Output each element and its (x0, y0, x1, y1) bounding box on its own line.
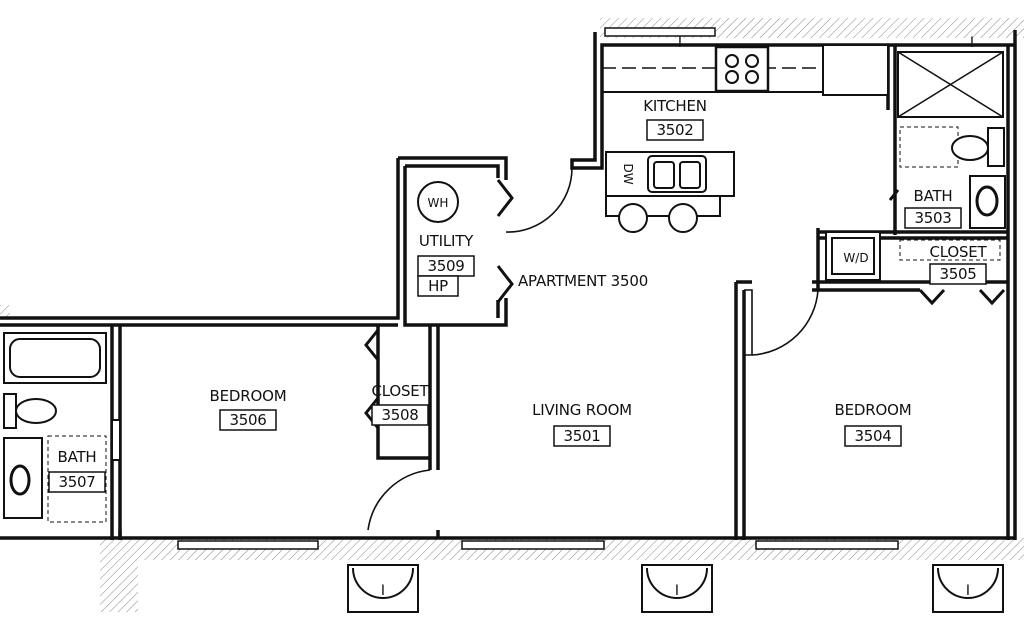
bath-a-name: BATH (913, 187, 952, 205)
living-number: 3501 (564, 427, 601, 445)
utility-equipment: HP (428, 277, 448, 295)
column-marks: I I I I I (381, 35, 974, 599)
water-heater (417, 181, 459, 223)
bedroom-left-number: 3506 (230, 411, 267, 429)
closet-a-number: 3505 (940, 265, 977, 283)
walls (0, 30, 1017, 540)
kitchen-number: 3502 (657, 121, 694, 139)
column-mark: I (966, 583, 970, 599)
window-strips (177, 27, 899, 550)
bath-a-number: 3503 (915, 209, 952, 227)
apartment-label: APARTMENT 3500 (518, 272, 648, 290)
utility-name: UTILITY (419, 232, 474, 250)
column-mark: I (678, 35, 682, 51)
utility-number: 3509 (428, 257, 465, 275)
bath-b-fixtures (3, 332, 121, 523)
bedroom-left-name: BEDROOM (210, 387, 287, 405)
bath-b-name: BATH (57, 448, 96, 466)
closet-a-name: CLOSET (929, 243, 987, 261)
bath-a-fixtures (897, 51, 1006, 261)
bath-b-number: 3507 (59, 473, 96, 491)
bedroom-right-number: 3504 (855, 427, 892, 445)
closet-b-name: CLOSET (371, 382, 429, 400)
washer-dryer-label: W/D (843, 251, 868, 265)
column-mark: I (970, 35, 974, 51)
living-name: LIVING ROOM (532, 401, 632, 419)
kitchen-name: KITCHEN (643, 97, 707, 115)
column-mark: I (381, 583, 385, 599)
dishwasher-label: DW (621, 163, 635, 184)
bedroom-right-name: BEDROOM (835, 401, 912, 419)
column-mark: I (675, 583, 679, 599)
washer-dryer-unit (825, 231, 881, 281)
closet-b-number: 3508 (382, 406, 419, 424)
exterior-masonry (0, 18, 1024, 612)
doors (367, 167, 819, 531)
kitchen-fixtures (602, 44, 889, 233)
column-bays (347, 564, 1004, 613)
room-labels: KITCHEN 3502 BATH 3503 CLOSET 3505 UTILI… (48, 97, 988, 493)
water-heater-label: WH (428, 196, 449, 210)
